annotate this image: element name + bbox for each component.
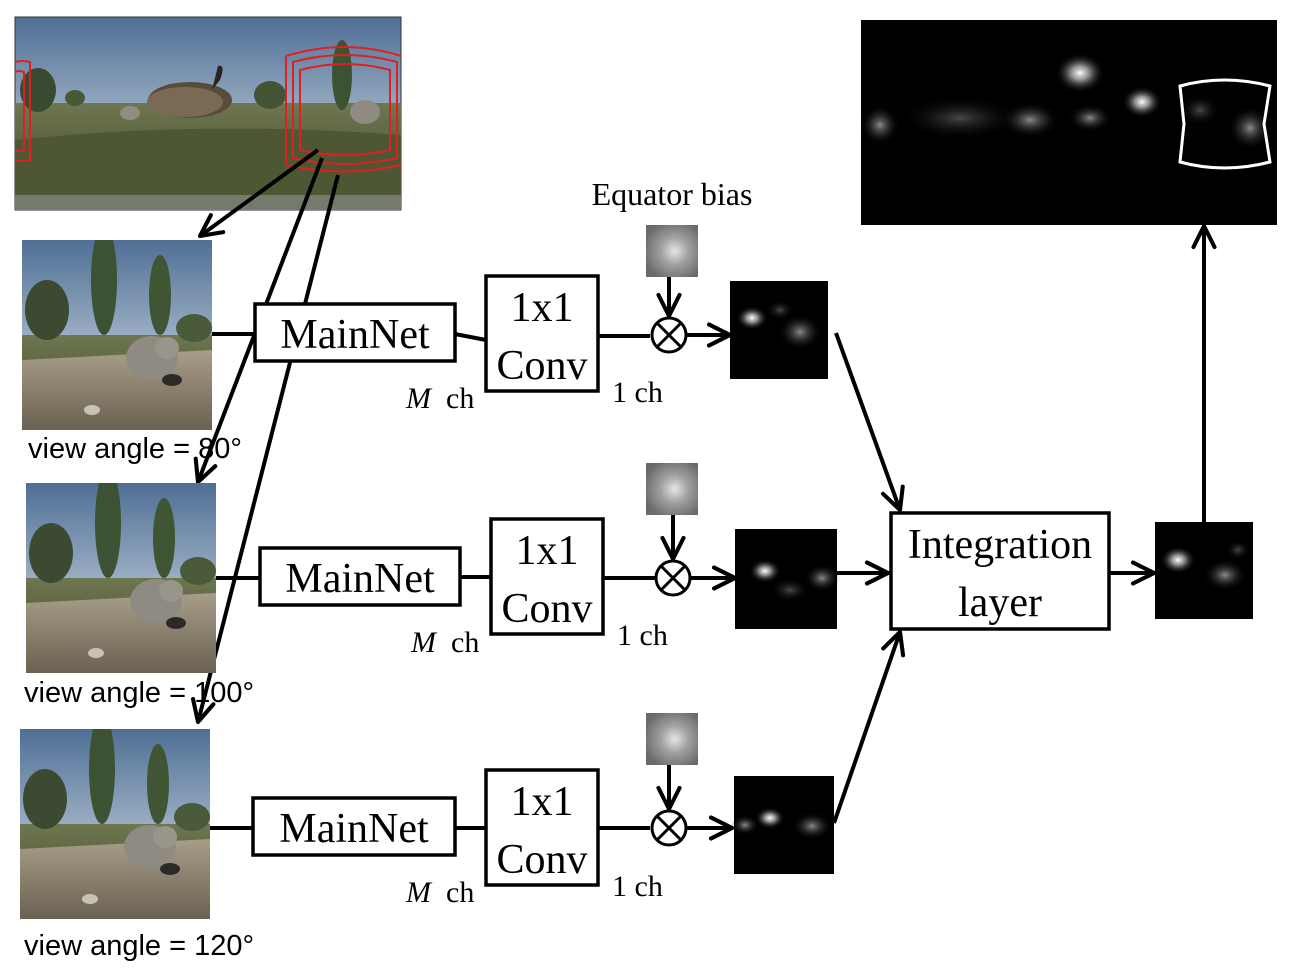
svg-text:ch: ch bbox=[451, 626, 479, 659]
svg-text:view angle = 80°: view angle = 80° bbox=[28, 433, 242, 465]
mainnet-block-1 bbox=[253, 302, 457, 363]
svg-text:Conv: Conv bbox=[496, 837, 587, 883]
equator-bias-map-3 bbox=[646, 713, 698, 765]
svg-text:1x1: 1x1 bbox=[511, 779, 574, 825]
viewport-frame bbox=[1178, 78, 1272, 170]
view-image-100 bbox=[26, 468, 216, 673]
integration-layer-block bbox=[889, 511, 1111, 631]
view-rings bbox=[14, 46, 402, 173]
svg-text:Conv: Conv bbox=[496, 343, 587, 389]
svg-text:MainNet: MainNet bbox=[280, 312, 430, 358]
mainnet-block-3 bbox=[251, 796, 457, 857]
svg-text:M: M bbox=[405, 382, 433, 415]
saliency-map-3 bbox=[731, 776, 834, 874]
svg-text:ch: ch bbox=[446, 876, 474, 909]
view-image-120 bbox=[20, 714, 210, 919]
multiply-op-3 bbox=[650, 809, 688, 847]
svg-text:ch: ch bbox=[446, 382, 474, 415]
saliency-map-2 bbox=[735, 529, 840, 629]
branch-view-80: MainNet 1x1 Conv M ch 1 ch view angle = … bbox=[22, 225, 828, 465]
branch-view-120: MainNet 1x1 Conv M ch 1 ch view angle = … bbox=[20, 713, 834, 962]
equator-bias-label: Equator bias bbox=[592, 176, 753, 212]
multiply-op-2 bbox=[654, 559, 692, 597]
svg-text:view angle = 100°: view angle = 100° bbox=[24, 677, 254, 709]
view-image-80 bbox=[22, 225, 212, 430]
svg-text:M: M bbox=[410, 626, 438, 659]
equator-bias-map-1 bbox=[646, 225, 698, 277]
svg-text:1 ch: 1 ch bbox=[617, 619, 668, 652]
svg-text:layer: layer bbox=[958, 580, 1042, 626]
svg-text:1x1: 1x1 bbox=[511, 285, 574, 331]
equirectangular-panorama bbox=[14, 16, 402, 211]
svg-text:M: M bbox=[405, 876, 433, 909]
svg-text:view angle = 120°: view angle = 120° bbox=[24, 930, 254, 962]
svg-text:1 ch: 1 ch bbox=[612, 376, 663, 409]
saliency-map-1 bbox=[730, 281, 828, 379]
svg-text:Integration: Integration bbox=[908, 522, 1092, 568]
svg-text:MainNet: MainNet bbox=[279, 806, 429, 852]
svg-text:Conv: Conv bbox=[501, 586, 592, 632]
svg-text:MainNet: MainNet bbox=[285, 556, 435, 602]
svg-text:1 ch: 1 ch bbox=[612, 870, 663, 903]
svg-text:1x1: 1x1 bbox=[516, 528, 579, 574]
multiply-op-1 bbox=[650, 316, 688, 354]
equator-bias-map-2 bbox=[646, 463, 698, 515]
branch-view-100: MainNet 1x1 Conv M ch 1 ch view angle = … bbox=[24, 463, 891, 709]
integrated-saliency-map bbox=[1155, 522, 1253, 619]
conv-block-1 bbox=[484, 274, 600, 393]
output-saliency-map bbox=[860, 20, 1277, 225]
conv-block-3 bbox=[484, 768, 600, 887]
